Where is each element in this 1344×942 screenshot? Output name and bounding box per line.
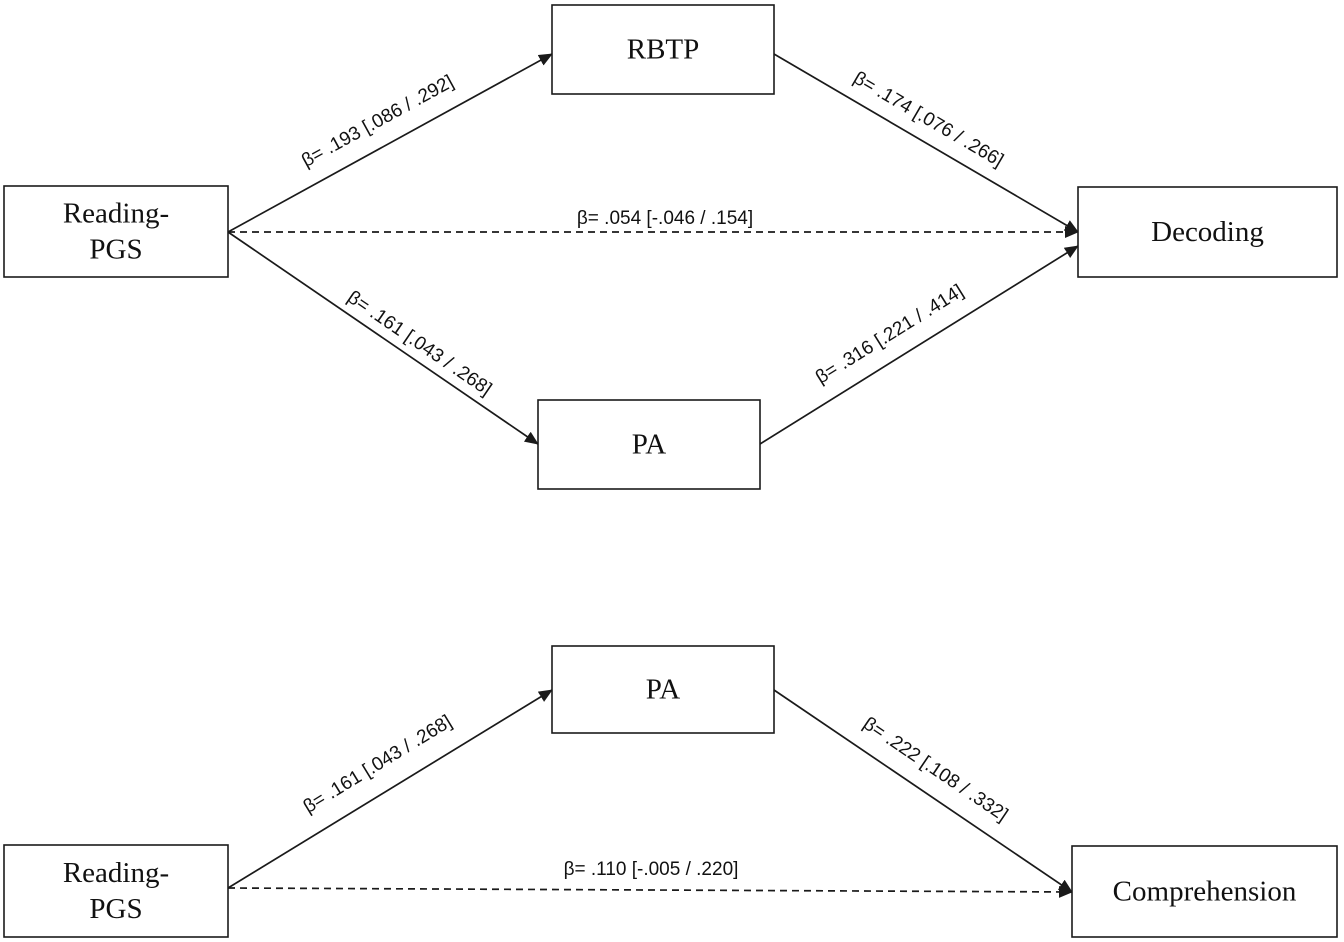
node-pgs: Reading- PGS: [3, 185, 229, 278]
edge-pgs-to-pa-arrow: [227, 689, 553, 889]
node-pgs-box: [3, 844, 229, 938]
node-comprehension-label: Comprehension: [1113, 876, 1297, 908]
edge-rbtp-to-decoding-arrow: [773, 53, 1079, 233]
edge-pgs-to-decoding-label: β= .054 [-.046 / .154]: [577, 208, 753, 229]
node-decoding-box: [1077, 186, 1338, 278]
node-pa-box: [551, 645, 775, 734]
node-pgs-box: [3, 185, 229, 278]
node-pa-label: PA: [646, 674, 680, 706]
edge-pgs-to-comprehension-arrow: [227, 885, 1073, 898]
node-decoding: Decoding: [1077, 186, 1338, 278]
nodes-layer: Reading-PGSRBTPPADecodingReading-PGSPACo…: [3, 4, 1338, 938]
edge-rbtp-to-decoding-label: β= .174 [.076 / .266]: [850, 68, 1007, 172]
edge-pgs-to-comprehension-label: β= .110 [-.005 / .220]: [564, 859, 739, 880]
node-rbtp: RBTP: [551, 4, 775, 95]
edge-pgs-to-rbtp-arrow: [227, 53, 553, 233]
edge-pa-to-comprehension-arrow: [773, 689, 1073, 893]
node-pa: PA: [537, 399, 761, 490]
node-comprehension: Comprehension: [1071, 845, 1338, 938]
node-pgs-label: PGS: [89, 234, 142, 266]
node-pa-label: PA: [632, 429, 666, 461]
node-pgs-label: Reading-: [63, 198, 169, 230]
edge-pa-to-comprehension-label: β= .222 [.108 / .332]: [859, 713, 1011, 826]
node-rbtp-box: [551, 4, 775, 95]
edge-pgs-to-pa-label: β= .161 [.043 / .268]: [343, 287, 495, 400]
edge-pgs-to-rbtp-label: β= .193 [.086 / .292]: [298, 71, 457, 171]
node-pa-box: [537, 399, 761, 490]
node-decoding-label: Decoding: [1151, 216, 1264, 248]
node-pgs-label: PGS: [89, 893, 142, 925]
edge-pgs-to-pa-label: β= .161 [.043 / .268]: [300, 711, 456, 817]
node-rbtp-label: RBTP: [627, 34, 700, 66]
edge-pgs-to-pa-arrow: [227, 231, 539, 445]
node-pa: PA: [551, 645, 775, 734]
edge-pa-to-decoding-arrow: [759, 245, 1079, 445]
edge-pa-to-decoding-label: β= .316 [.221 / .414]: [812, 281, 967, 389]
node-comprehension-box: [1071, 845, 1338, 938]
node-pgs-label: Reading-: [63, 857, 169, 889]
node-pgs: Reading- PGS: [3, 844, 229, 938]
